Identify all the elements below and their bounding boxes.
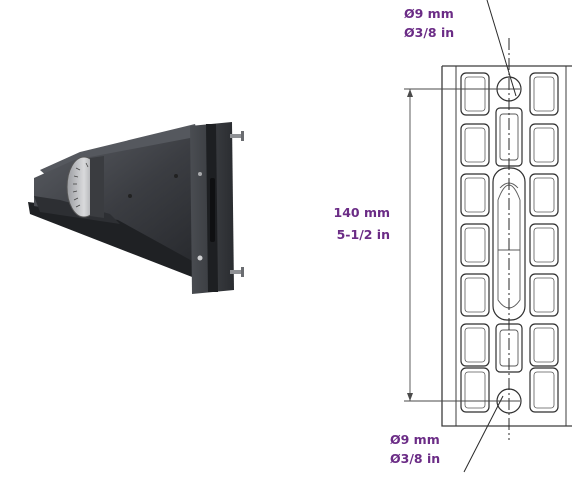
hole-spacing-metric: 140 mm [333,205,391,220]
hole-diameter-label-top: Ø9 mm Ø3/8 in [404,4,454,42]
hole-diameter-imperial-bottom: Ø3/8 in [390,451,441,466]
hole-spacing-label: 140 mm 5-1/2 in [318,202,391,246]
hole-diameter-metric-bottom: Ø9 mm [390,432,440,447]
hole-diameter-label-bottom: Ø9 mm Ø3/8 in [390,430,440,468]
plate-drawing [404,0,572,473]
hole-spacing-imperial: 5-1/2 in [336,227,390,242]
hole-diameter-imperial-top: Ø3/8 in [404,25,455,40]
hole-diameter-metric-top: Ø9 mm [404,6,454,21]
bracket-photo [28,122,244,294]
